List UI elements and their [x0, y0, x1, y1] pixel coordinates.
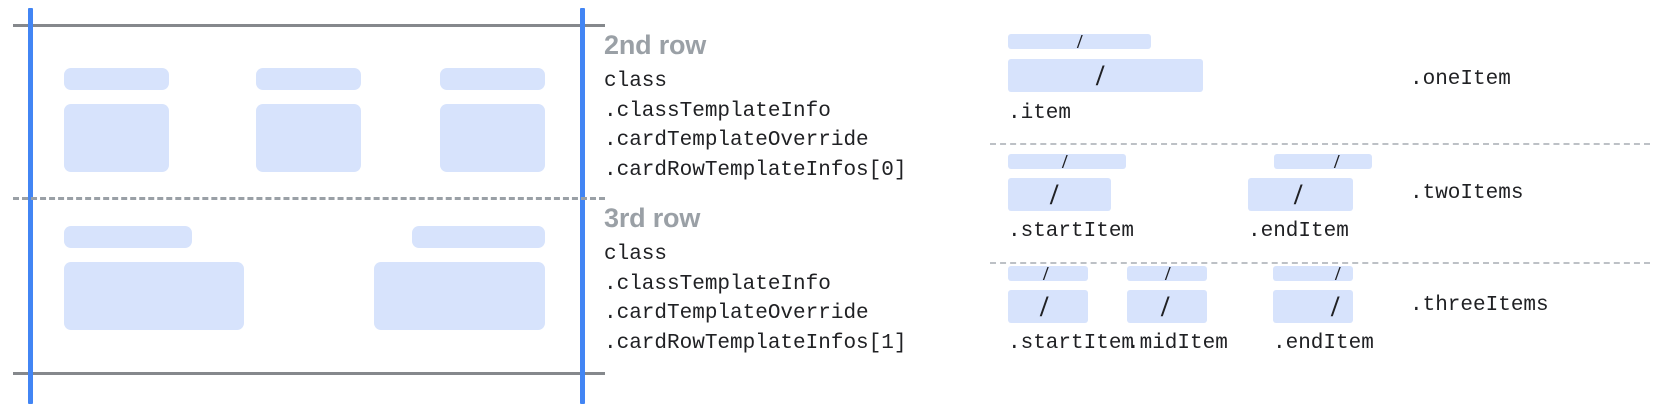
item-body-bar: / — [1273, 290, 1353, 323]
item-label: .endItem — [1248, 220, 1349, 243]
card-mock — [0, 0, 610, 412]
row-3-heading: 3rd row — [604, 203, 701, 233]
row-2-heading: 2nd row — [604, 30, 707, 60]
item-body-bar: / — [1127, 290, 1207, 323]
card-top-border — [13, 24, 605, 27]
item-label: .item — [1008, 102, 1072, 125]
placeholder-body-block — [374, 262, 545, 330]
row-2-description: 2nd row class .classTemplateInfo .cardTe… — [604, 30, 906, 185]
card-right-edge-marker — [580, 8, 585, 404]
legend-group-three-items: / / .startItem / / .midItem / — [960, 252, 1676, 370]
item-body-bar: / — [1248, 178, 1353, 211]
item-legend: / / .item .oneItem / / .startItem — [960, 0, 1676, 412]
row-3-description: 3rd row class .classTemplateInfo .cardTe… — [604, 203, 906, 358]
item-label: .startItem — [1008, 332, 1135, 355]
slash-icon: / — [1331, 290, 1340, 323]
slash-icon: / — [1334, 151, 1340, 173]
slash-icon: / — [1062, 151, 1068, 173]
item-title-bar: / — [1008, 263, 1088, 285]
slash-icon: / — [1335, 263, 1341, 285]
legend-group-two-items: / / .startItem / / .endItem .twoItems — [960, 140, 1676, 252]
row-3-path-line-3: .cardTemplateOverride — [604, 302, 869, 325]
legend-divider-2 — [990, 262, 1650, 264]
row-3-path-line-4: .cardRowTemplateInfos[1] — [604, 331, 907, 355]
item-body-bar: / — [1008, 290, 1088, 323]
row-2-path-line-3: .cardTemplateOverride — [604, 129, 869, 152]
slash-icon: / — [1165, 263, 1171, 285]
legend-divider-1 — [990, 143, 1650, 145]
item-body-bar: / — [1008, 178, 1111, 211]
slash-icon: / — [1050, 178, 1059, 211]
row-3-path-line-2: .classTemplateInfo — [604, 272, 831, 296]
row-divider-dashed — [13, 197, 605, 200]
slash-icon: / — [1077, 31, 1083, 53]
placeholder-title-block — [64, 68, 169, 90]
item-label: .endItem — [1273, 332, 1374, 355]
item-label: .midItem — [1127, 332, 1228, 355]
card-bottom-border — [13, 372, 605, 375]
item-title-bar: / — [1008, 31, 1151, 53]
placeholder-title-block — [440, 68, 545, 90]
placeholder-body-block — [256, 104, 361, 172]
legend-group-one-item: / / .item .oneItem — [960, 20, 1676, 140]
item-label: .startItem — [1008, 220, 1135, 243]
item-title-bar: / — [1127, 263, 1207, 285]
item-title-bar: / — [1273, 263, 1353, 285]
item-title-bar: / — [1008, 151, 1126, 173]
placeholder-body-block — [64, 104, 169, 172]
placeholder-body-block — [440, 104, 545, 172]
legend-group-label: .threeItems — [1410, 294, 1549, 317]
slash-icon: / — [1096, 59, 1105, 92]
legend-group-label: .twoItems — [1410, 182, 1524, 205]
item-title-bar: / — [1274, 151, 1372, 173]
placeholder-title-block — [64, 226, 192, 248]
slash-icon: / — [1294, 178, 1303, 211]
card-left-edge-marker — [28, 8, 33, 404]
slash-icon: / — [1043, 263, 1049, 285]
row-2-path-line-1: class — [604, 70, 668, 93]
row-3-path-line-1: class — [604, 243, 668, 266]
placeholder-title-block — [256, 68, 361, 90]
slash-icon: / — [1161, 290, 1170, 323]
placeholder-title-block — [412, 226, 545, 248]
slash-icon: / — [1040, 290, 1049, 323]
placeholder-body-block — [64, 262, 244, 330]
legend-group-label: .oneItem — [1410, 68, 1511, 91]
item-body-bar: / — [1008, 59, 1203, 92]
card-row-3 — [34, 200, 582, 370]
card-row-2 — [34, 28, 582, 196]
row-2-path-line-4: .cardRowTemplateInfos[0] — [604, 158, 907, 182]
row-2-path-line-2: .classTemplateInfo — [604, 99, 831, 123]
